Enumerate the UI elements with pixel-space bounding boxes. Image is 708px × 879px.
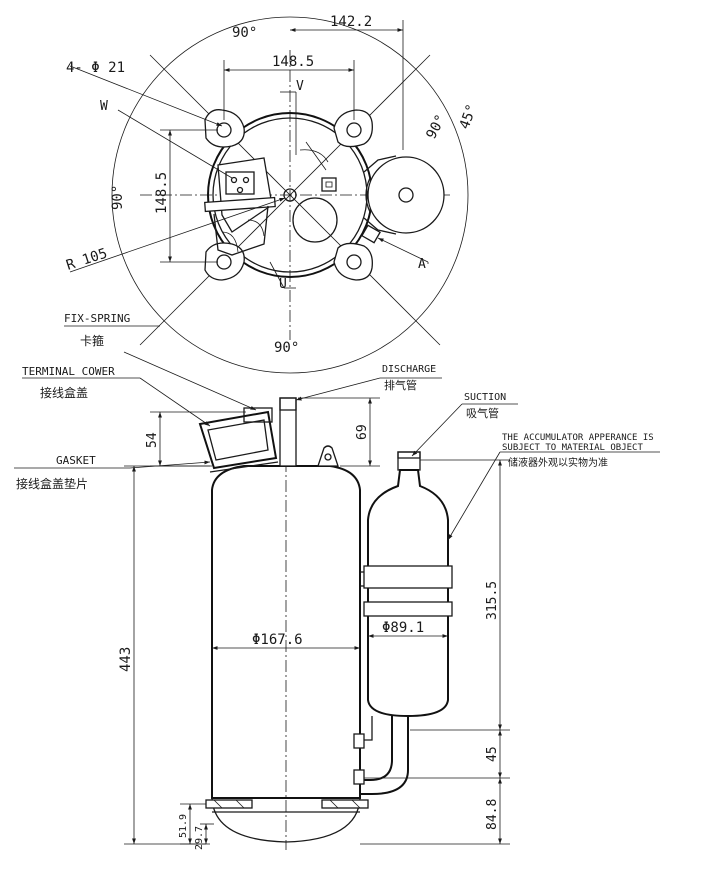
dim-315-5: 315.5 <box>485 581 500 620</box>
label-u: U <box>279 277 287 292</box>
gasket-label-cn: 接线盒盖垫片 <box>16 476 88 491</box>
discharge-label-cn: 排气管 <box>384 378 417 392</box>
accumulator <box>353 451 453 795</box>
terminal-cover <box>198 407 279 473</box>
terminal-block-top <box>204 157 276 256</box>
dim-443: 443 <box>118 647 134 672</box>
angle-right-90: 90° <box>423 112 449 142</box>
dim-84-8: 84.8 <box>485 799 500 830</box>
angle-bottom: 90° <box>274 340 299 356</box>
angle-right-45: 45° <box>457 102 481 131</box>
accumulator-note-cn: 储液器外观以实物为准 <box>508 456 608 469</box>
dim-shell-diameter: Φ167.6 <box>252 632 303 648</box>
side-view <box>14 325 660 850</box>
angle-top: 90° <box>232 25 257 41</box>
label-v: V <box>296 79 304 94</box>
radius-label: R 105 <box>64 246 109 274</box>
terminal-cover-label: TERMINAL COWER <box>22 365 115 378</box>
dim-142-2: 142.2 <box>330 14 372 30</box>
suction-label-cn: 吸气管 <box>466 406 499 420</box>
angle-left: 90° <box>110 185 126 210</box>
accumulator-note-2: SUBJECT TO MATERIAL OBJECT <box>502 443 643 453</box>
mounting-lug-tr <box>333 109 373 148</box>
fix-spring-label-cn: 卡箍 <box>80 333 104 348</box>
dim-29-7: 29.7 <box>194 826 205 850</box>
accumulator-top <box>361 155 445 244</box>
mounting-circle <box>111 16 469 374</box>
mounting-lug-bl <box>204 242 245 281</box>
suction-label: SUCTION <box>464 392 506 403</box>
dim-148-5-vertical: 148.5 <box>154 172 170 214</box>
fix-spring-label: FIX-SPRING <box>64 312 130 325</box>
dim-54: 54 <box>145 432 160 448</box>
mounting-lug-tl <box>204 109 245 148</box>
dim-69: 69 <box>355 424 370 440</box>
hole-spec: 4- Φ 21 <box>66 60 125 76</box>
label-w: W <box>100 99 108 114</box>
dim-45: 45 <box>485 746 500 762</box>
dim-accumulator-diameter: Φ89.1 <box>382 620 424 636</box>
terminal-cover-label-cn: 接线盒盖 <box>40 385 88 400</box>
discharge-label: DISCHARGE <box>382 364 436 375</box>
discharge-pipe <box>279 397 297 467</box>
dim-51-9: 51.9 <box>178 814 189 838</box>
dimensions-top <box>69 20 429 289</box>
gasket-label: GASKET <box>56 454 96 467</box>
accumulator-note-1: THE ACCUMULATOR APPERANCE IS <box>502 433 654 443</box>
dim-148-5-horizontal: 148.5 <box>272 54 314 70</box>
label-a: A <box>418 257 426 272</box>
mounting-lug-br <box>333 242 373 281</box>
